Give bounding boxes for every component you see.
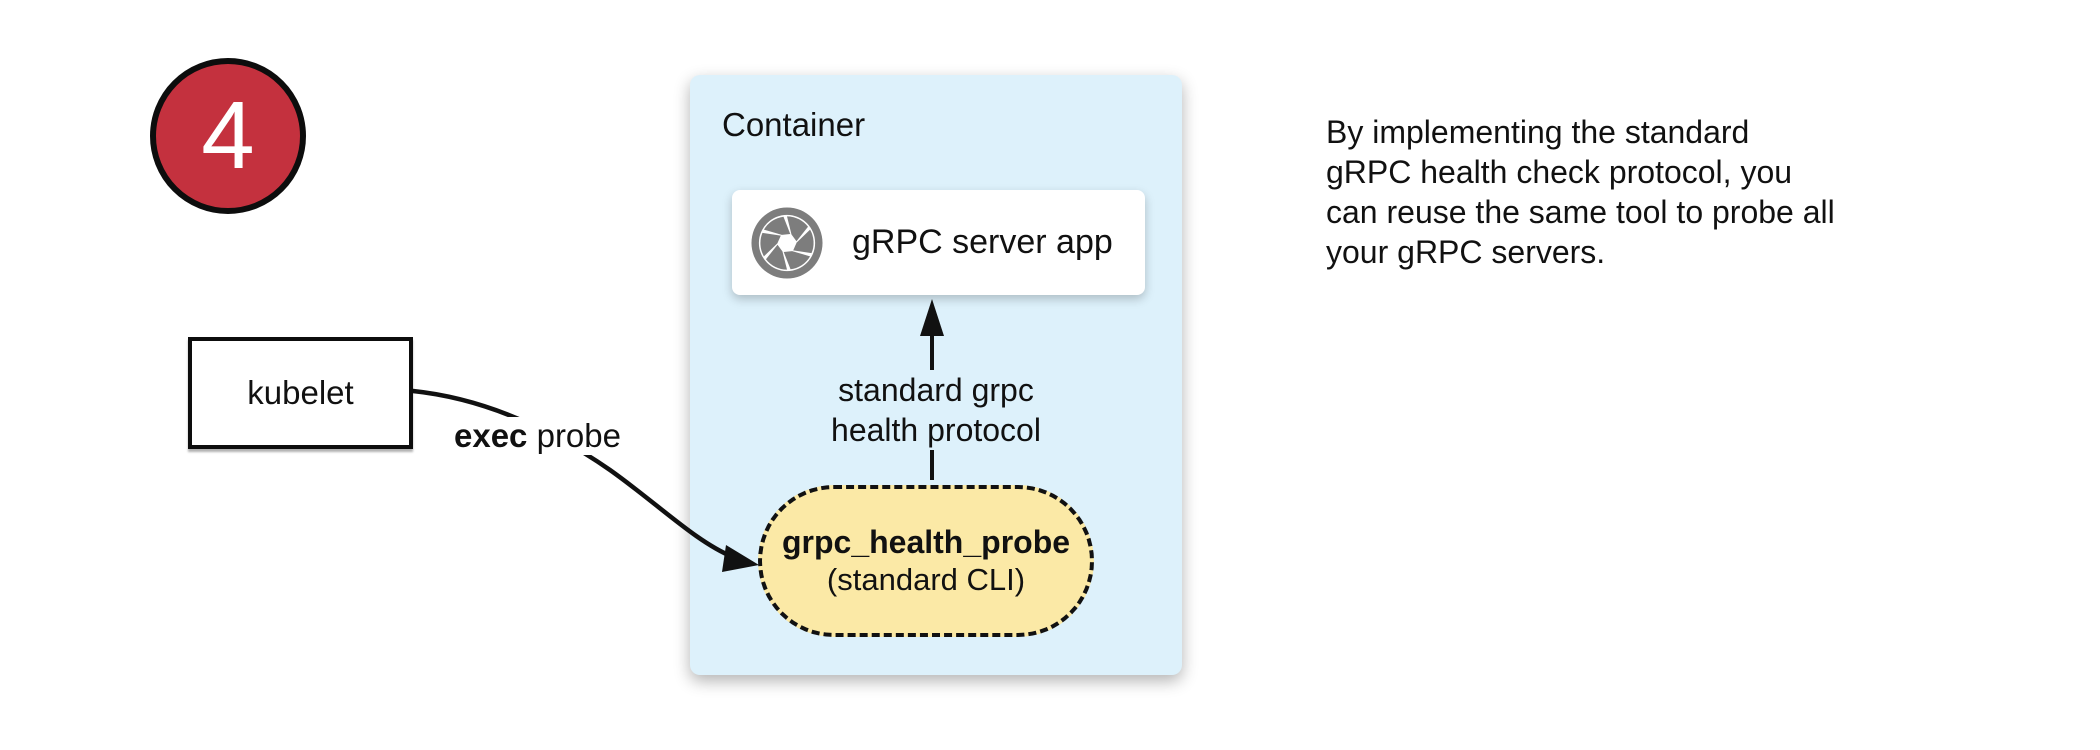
container-title: Container xyxy=(722,106,866,143)
kubelet-box: kubelet xyxy=(188,337,413,449)
note-line: By implementing the standard xyxy=(1326,114,1750,150)
grpc-server-card: gRPC server app xyxy=(732,190,1145,295)
step-badge-number: 4 xyxy=(201,82,255,189)
probe-pill-subtitle: (standard CLI) xyxy=(826,562,1026,597)
kubelet-label: kubelet xyxy=(247,374,354,411)
note-line: your gRPC servers. xyxy=(1326,234,1606,270)
exec-probe-arrow-line xyxy=(410,388,736,560)
health-protocol-label: standard grpc health protocol xyxy=(806,370,1066,450)
exec-probe-label: exec probe xyxy=(448,417,627,455)
note-line: can reuse the same tool to probe all xyxy=(1326,194,1835,230)
exec-probe-label-bold: exec xyxy=(454,417,528,454)
health-protocol-label-line1: standard grpc xyxy=(838,372,1034,408)
grpc-server-app-label: gRPC server app xyxy=(852,223,1113,261)
exec-probe-label-rest: probe xyxy=(527,417,621,454)
health-protocol-label-line2: health protocol xyxy=(831,412,1041,448)
grpc-health-probe-pill: grpc_health_probe (standard CLI) xyxy=(758,485,1094,637)
note-line: gRPC health check protocol, you xyxy=(1326,154,1793,190)
step-badge: 4 xyxy=(150,58,306,214)
grpc-aperture-icon xyxy=(751,206,823,279)
probe-pill-title: grpc_health_probe xyxy=(781,524,1071,560)
note-paragraph: By implementing the standard gRPC health… xyxy=(1326,112,1835,272)
